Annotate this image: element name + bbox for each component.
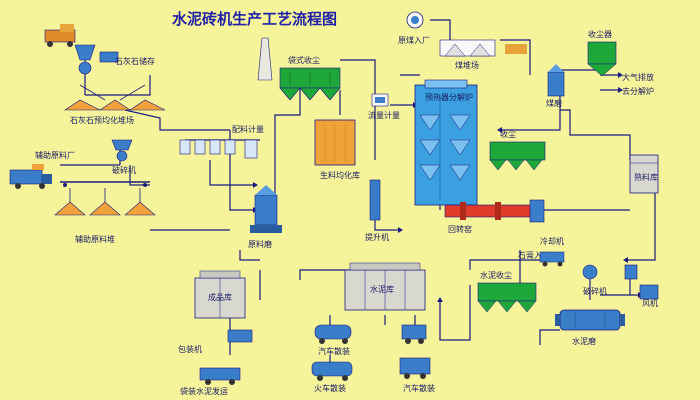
- cement-mill-label: 水泥磨: [572, 336, 596, 346]
- coal-storage-shed: [439, 39, 527, 57]
- truck-bulk-label: 汽车散装: [318, 346, 350, 356]
- packing-silo-label: 成品库: [208, 292, 232, 302]
- flow-meter-label: 流量计量: [368, 110, 400, 120]
- cement-mill-icon: [555, 309, 625, 331]
- proportioning-bins: [179, 139, 258, 159]
- coal-mill-icon: [547, 64, 565, 97]
- to-coal-mill-label: 去分解炉: [622, 86, 654, 96]
- train-bulk-icon: [311, 361, 353, 381]
- aux-crusher-icon: [111, 139, 133, 162]
- kiln-dust-filter: [489, 141, 546, 171]
- fan-label: 风机: [642, 298, 658, 308]
- coal-dust-collector: [587, 41, 617, 77]
- coal-in-label: 原煤入厂: [398, 35, 430, 45]
- limestone-storage-label: 石灰石储存: [115, 56, 155, 66]
- raw-mill-icon: [250, 185, 282, 233]
- elevator-label: 提升机: [365, 232, 389, 242]
- dust-collector-label: 收尘器: [588, 29, 612, 39]
- prehomog-pile: [64, 84, 166, 111]
- gypsum-in-label: 石膏入厂: [518, 250, 550, 260]
- truck-bulk-icon: [314, 324, 352, 344]
- aux-truck: [9, 164, 52, 189]
- limestone-crusher-icon: [74, 44, 96, 75]
- cement-dust-filter: [477, 282, 537, 313]
- to-atmosphere-label: 大气排放: [622, 72, 654, 82]
- coal-truck: [406, 11, 424, 29]
- packer-label: 包装机: [178, 344, 202, 354]
- classifier-icon: [624, 264, 638, 280]
- cooler-dust-label: 收尘: [500, 129, 516, 139]
- crusher-label: 破碎机: [112, 165, 136, 175]
- crusher2-icon: [582, 264, 598, 280]
- clinker-silo: [629, 154, 659, 194]
- truck-bulk2-label: 汽车散装: [403, 383, 435, 393]
- bag-filter-label: 袋式收尘: [288, 55, 320, 65]
- packer-icon: [227, 329, 253, 343]
- elevator-icon: [369, 179, 381, 221]
- bag-cement-label: 袋装水泥发运: [180, 386, 228, 396]
- flow-meter-icon: [371, 93, 389, 107]
- limestone-truck: [44, 24, 76, 47]
- coal-mill-label: 煤磨: [546, 98, 562, 108]
- train-bulk-label: 火车散装: [314, 383, 346, 393]
- truck-bulk2-icon: [401, 324, 427, 344]
- rotary-kiln: [444, 199, 545, 223]
- crusher2-label: 破碎机: [583, 286, 607, 296]
- aux-piles: [54, 188, 156, 216]
- ingredient-factory-label: 辅助原料厂: [35, 150, 75, 160]
- aux-conveyor: [60, 181, 150, 187]
- train-bulk2-icon: [399, 357, 431, 379]
- cement-silo-label: 水泥库: [370, 284, 394, 294]
- bag-cement-truck: [199, 367, 241, 385]
- cement-silo-group: [344, 262, 426, 311]
- coal-storage-label: 煤堆场: [455, 60, 479, 70]
- homog-silo: [314, 119, 356, 166]
- gypsum-truck: [539, 251, 565, 267]
- cooler-label: 冷却机: [540, 236, 564, 246]
- preheater-tower: [414, 79, 478, 206]
- precalciner-label: 预热器分解炉: [425, 92, 473, 102]
- aux-storage-label: 辅助原料堆: [75, 234, 115, 244]
- raw-mill-label: 原料磨: [248, 239, 272, 249]
- raw-proportioning-label: 配料计量: [232, 124, 264, 134]
- raw-mill-chimney: [257, 37, 273, 81]
- belt-feeder: [99, 51, 119, 63]
- fan-icon: [639, 284, 659, 300]
- packing-silo-group: [194, 270, 246, 319]
- rotary-kiln-label: 回转窑: [448, 224, 472, 234]
- limestone-prehomog-label: 石灰石预均化堆场: [70, 115, 134, 125]
- clinker-label: 熟料库: [634, 172, 658, 182]
- homog-silo-label: 生料均化库: [320, 170, 360, 180]
- bag-filter-unit: [279, 67, 341, 101]
- diagram-title: 水泥砖机生产工艺流程图: [172, 10, 337, 28]
- cement-dust-label: 水泥收尘: [480, 270, 512, 280]
